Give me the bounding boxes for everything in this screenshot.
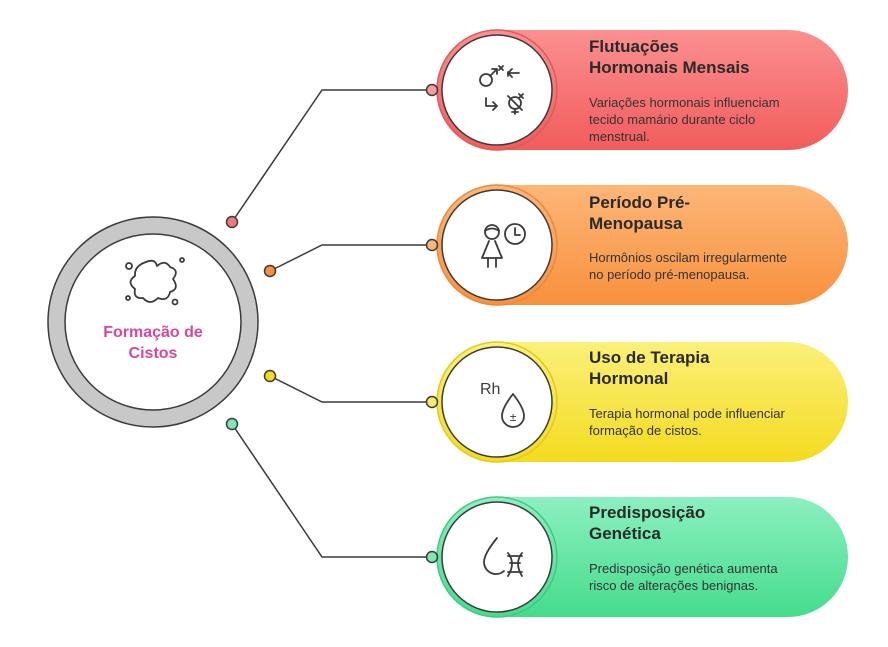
card-icon-ring <box>441 34 553 146</box>
card-flutuacoes <box>425 29 848 151</box>
connector-4 <box>231 423 432 558</box>
card-description: Terapia hormonal pode influenciar formaç… <box>589 406 785 438</box>
card-pre-menopausa <box>425 184 848 306</box>
connector-dot <box>263 369 277 383</box>
card-dot <box>425 395 439 409</box>
connector-2 <box>269 244 432 272</box>
card-description: Predisposição genética aumenta risco de … <box>589 561 778 593</box>
card-terapia-hormonal: Rh ± <box>425 341 848 463</box>
rh-drop-icon: Rh ± <box>480 381 525 428</box>
svg-text:Rh: Rh <box>480 381 500 398</box>
svg-text:±: ± <box>510 410 517 424</box>
card-dot <box>425 550 439 564</box>
connector-1 <box>231 89 432 223</box>
card-dot <box>425 238 439 252</box>
card-title: Predisposição Genética <box>589 503 706 543</box>
connector-3 <box>269 375 432 403</box>
gender-cycle-icon <box>479 65 524 115</box>
connector-dot <box>225 215 239 229</box>
center-node <box>47 215 277 431</box>
connectors <box>231 89 432 558</box>
card-description: Hormônios oscilam irregularmente no perí… <box>589 250 787 282</box>
splash-icon <box>125 257 185 306</box>
card-title: Período Pré- Menopausa <box>589 193 691 233</box>
center-disc <box>64 233 242 411</box>
card-predisposicao-genetica <box>425 496 848 618</box>
connector-dot <box>263 264 277 278</box>
card-title: Flutuações Hormonais Mensais <box>589 37 750 77</box>
woman-clock-icon <box>481 223 526 268</box>
connector-dot <box>225 417 239 431</box>
center-label: Formação de Cistos <box>103 324 203 362</box>
card-dot <box>425 83 439 97</box>
drop-dna-icon <box>483 537 523 577</box>
card-title: Uso de Terapia Hormonal <box>589 348 710 388</box>
card-description: Variações hormonais influenciam tecido m… <box>589 95 780 144</box>
